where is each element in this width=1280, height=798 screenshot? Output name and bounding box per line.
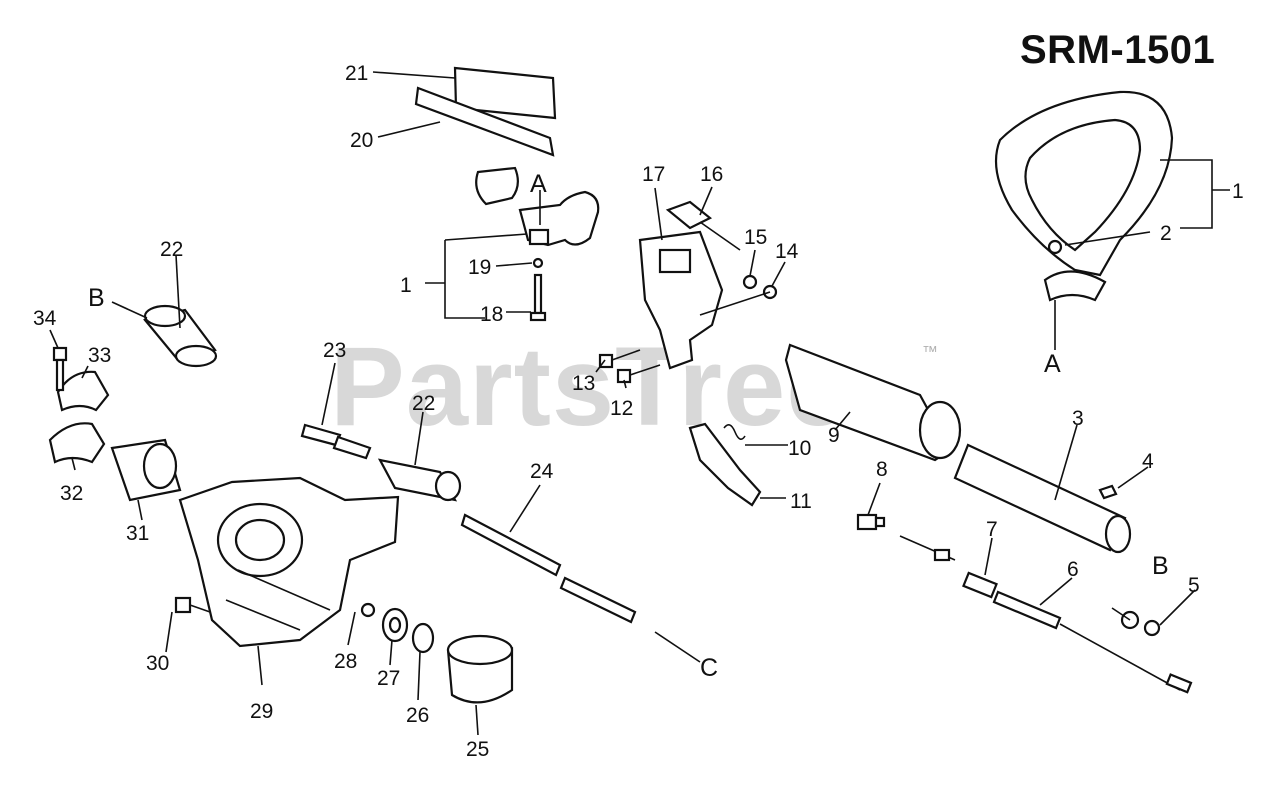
washer-19 [532,257,544,269]
callout-3: 3 [1072,407,1084,430]
fan-housing-29 [178,476,400,648]
trademark-symbol: ™ [922,344,938,361]
clamp-32 [48,422,106,464]
bearing-27 [381,607,409,643]
tube-22-lower [377,458,462,502]
screw-13 [598,349,641,369]
cable-6 [992,590,1193,694]
callout-13: 13 [572,372,595,395]
screw-18 [529,273,547,322]
callout-28: 28 [334,650,357,673]
ref-letter-a-upper: A [530,170,547,198]
handle-1 [994,90,1174,302]
screw-12 [616,364,661,384]
callout-1: 1 [1232,180,1244,203]
callout-22-lower: 22 [412,392,435,415]
tube-3 [953,443,1132,554]
callout-14: 14 [775,240,799,263]
spring-10 [723,424,746,440]
drive-shaft-24 [460,513,637,624]
callout-2: 2 [1160,222,1172,245]
ring-26 [411,622,435,654]
model-number: SRM-1501 [1020,28,1216,72]
tube-22-upper [143,304,218,368]
callout-6: 6 [1067,558,1079,581]
callout-10: 10 [788,437,811,460]
nut-15 [742,274,758,290]
callout-15: 15 [744,226,767,249]
callout-5: 5 [1188,574,1200,597]
watermark-text: PartsTree [330,324,850,449]
label-plate-21 [453,66,557,120]
callout-29: 29 [250,700,273,723]
leader-lines [49,71,1230,736]
coupling-31 [110,438,182,502]
callout-33: 33 [88,344,111,367]
grip-9 [784,343,962,462]
callout-12: 12 [610,397,633,420]
callout-11: 11 [790,490,812,513]
switch-housing-17 [638,230,724,370]
callout-9: 9 [828,424,840,447]
callout-8: 8 [876,458,888,481]
cup-25 [446,634,514,704]
callout-23: 23 [323,339,346,362]
ref-letter-b-left: B [88,284,105,312]
callout-30: 30 [146,652,169,675]
reference-letters: A A B B C [88,170,1169,682]
screw-30 [174,596,211,614]
ref-letter-b-right: B [1152,552,1169,580]
callout-18: 18 [480,303,503,326]
nut-5 [1120,610,1161,637]
ref-letter-a-lower: A [1044,350,1061,378]
callout-26: 26 [406,704,429,727]
cable-parts [899,535,956,562]
callout-1-throttle: 1 [400,274,412,297]
callout-7: 7 [986,518,998,541]
callout-21: 21 [345,62,368,85]
pin-23 [300,423,372,460]
callout-16: 16 [700,163,723,186]
callout-34: 34 [33,307,57,330]
switch-16 [665,200,741,251]
callout-17: 17 [642,163,665,186]
callout-32: 32 [60,482,83,505]
callout-27: 27 [377,667,400,690]
callout-labels: 1 2 3 4 5 6 7 8 9 10 11 12 13 14 15 16 1… [33,62,1244,761]
callout-22-upper: 22 [160,238,183,261]
label-plate-20 [414,86,555,157]
callout-4: 4 [1142,450,1154,473]
callout-24: 24 [530,460,554,483]
clip-28 [360,602,376,618]
sleeve-part [475,166,519,206]
clamp-33 [56,370,110,412]
screw-34 [52,346,68,392]
key-4 [1098,484,1118,500]
callout-31: 31 [126,522,149,545]
ref-letter-c: C [700,654,718,682]
throttle-clamp [518,190,600,247]
trigger-11 [688,422,762,507]
sleeve-7 [962,571,998,599]
callout-19: 19 [468,256,491,279]
callout-20: 20 [350,129,373,152]
callout-25: 25 [466,738,489,761]
bolt-8 [856,513,886,531]
